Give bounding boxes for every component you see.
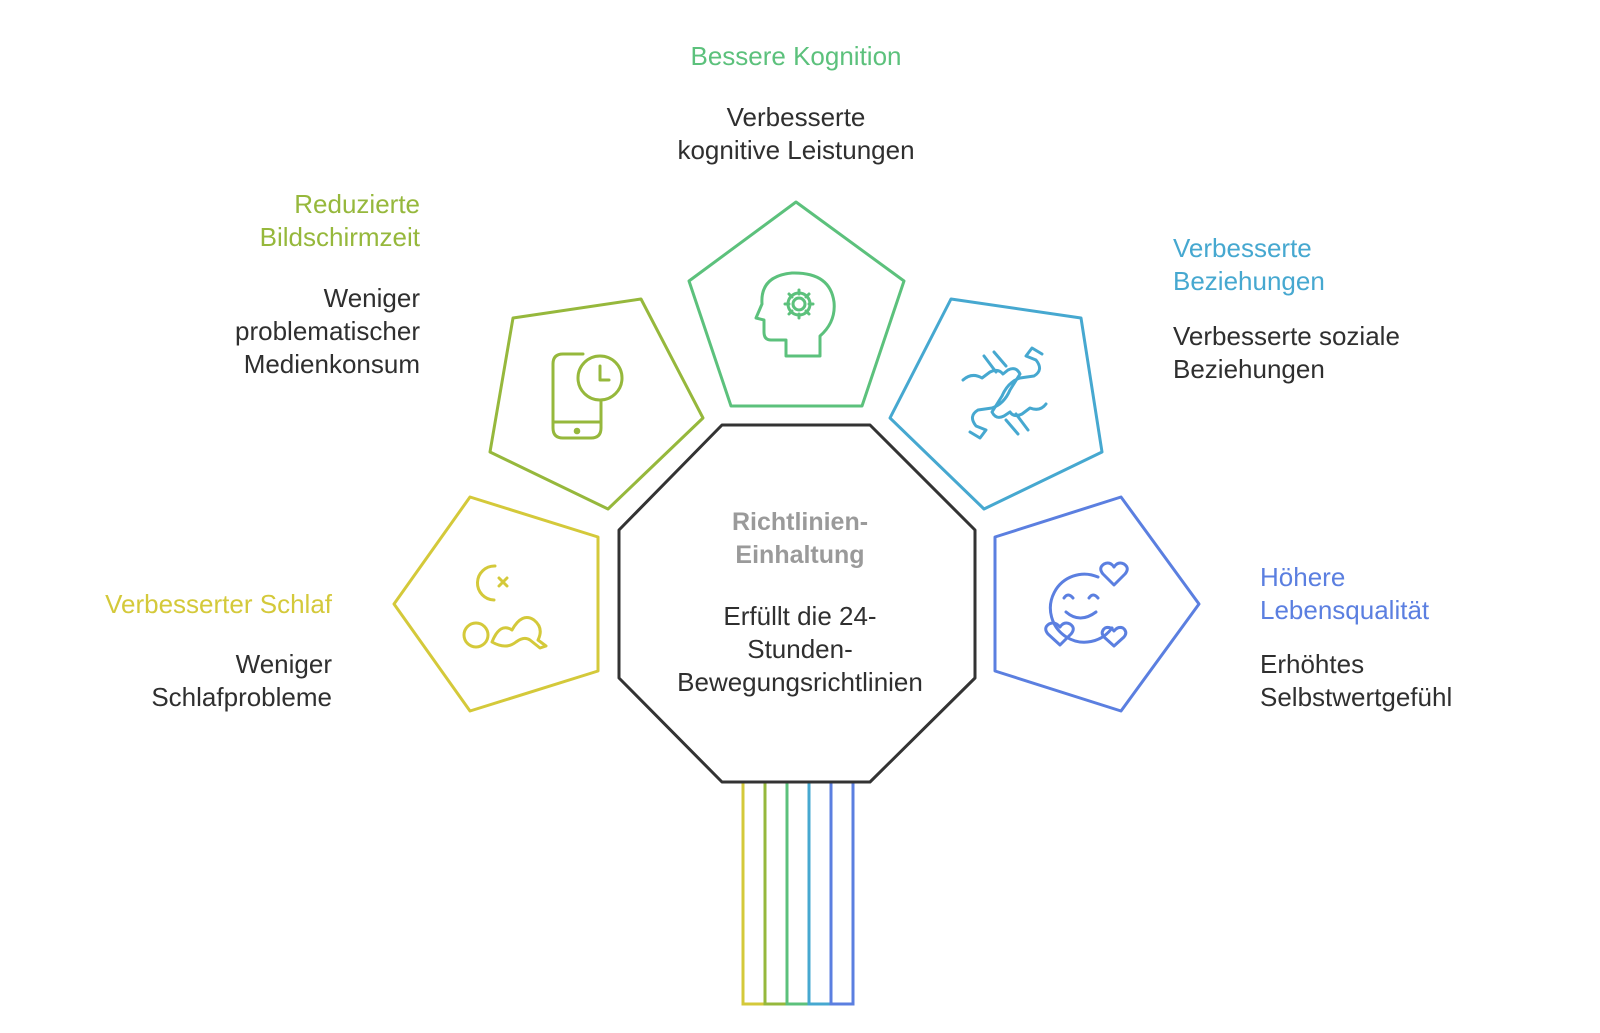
- pentagon-quality: [993, 495, 1201, 713]
- center-octagon: [617, 423, 977, 784]
- pentagon-screen: [488, 297, 705, 511]
- node-title-sleep: Verbesserter Schlaf: [105, 589, 332, 619]
- stem-line-cognition: [785, 780, 811, 1006]
- node-description-relations: Verbesserte soziale Beziehungen: [1173, 321, 1400, 384]
- stem-lines: [741, 780, 855, 1006]
- node-title-cognition: Bessere Kognition: [690, 41, 902, 71]
- node-title-quality: Höhere Lebensqualität: [1260, 562, 1430, 625]
- smiley-hearts-icon: [1044, 561, 1129, 648]
- stem-line-quality: [829, 780, 855, 1006]
- node-title-relations: Verbesserte Beziehungen: [1173, 233, 1325, 296]
- stem-line-relations: [807, 780, 833, 1006]
- node-description-cognition: Verbesserte kognitive Leistungen: [677, 102, 915, 165]
- center-description: Erfüllt die 24- Stunden- Bewegungsrichtl…: [677, 601, 923, 697]
- stem-line-screen: [763, 780, 789, 1006]
- phone-clock-icon: [551, 352, 624, 440]
- pentagon-cognition: [687, 200, 906, 408]
- pentagon-relations: [888, 297, 1104, 511]
- sleep-icon: [462, 564, 548, 650]
- node-description-sleep: Weniger Schlafprobleme: [151, 649, 332, 712]
- fist-bump-icon: [961, 346, 1048, 440]
- pentagon-sleep: [392, 495, 600, 713]
- node-description-quality: Erhöhtes Selbstwertgefühl: [1260, 649, 1453, 712]
- node-description-screen: Weniger problematischer Medienkonsum: [235, 283, 420, 379]
- brain-gear-icon: [754, 271, 836, 358]
- center-title: Richtlinien- Einhaltung: [731, 508, 869, 569]
- stem-line-sleep: [741, 780, 767, 1006]
- node-title-screen: Reduzierte Bildschirmzeit: [259, 189, 420, 252]
